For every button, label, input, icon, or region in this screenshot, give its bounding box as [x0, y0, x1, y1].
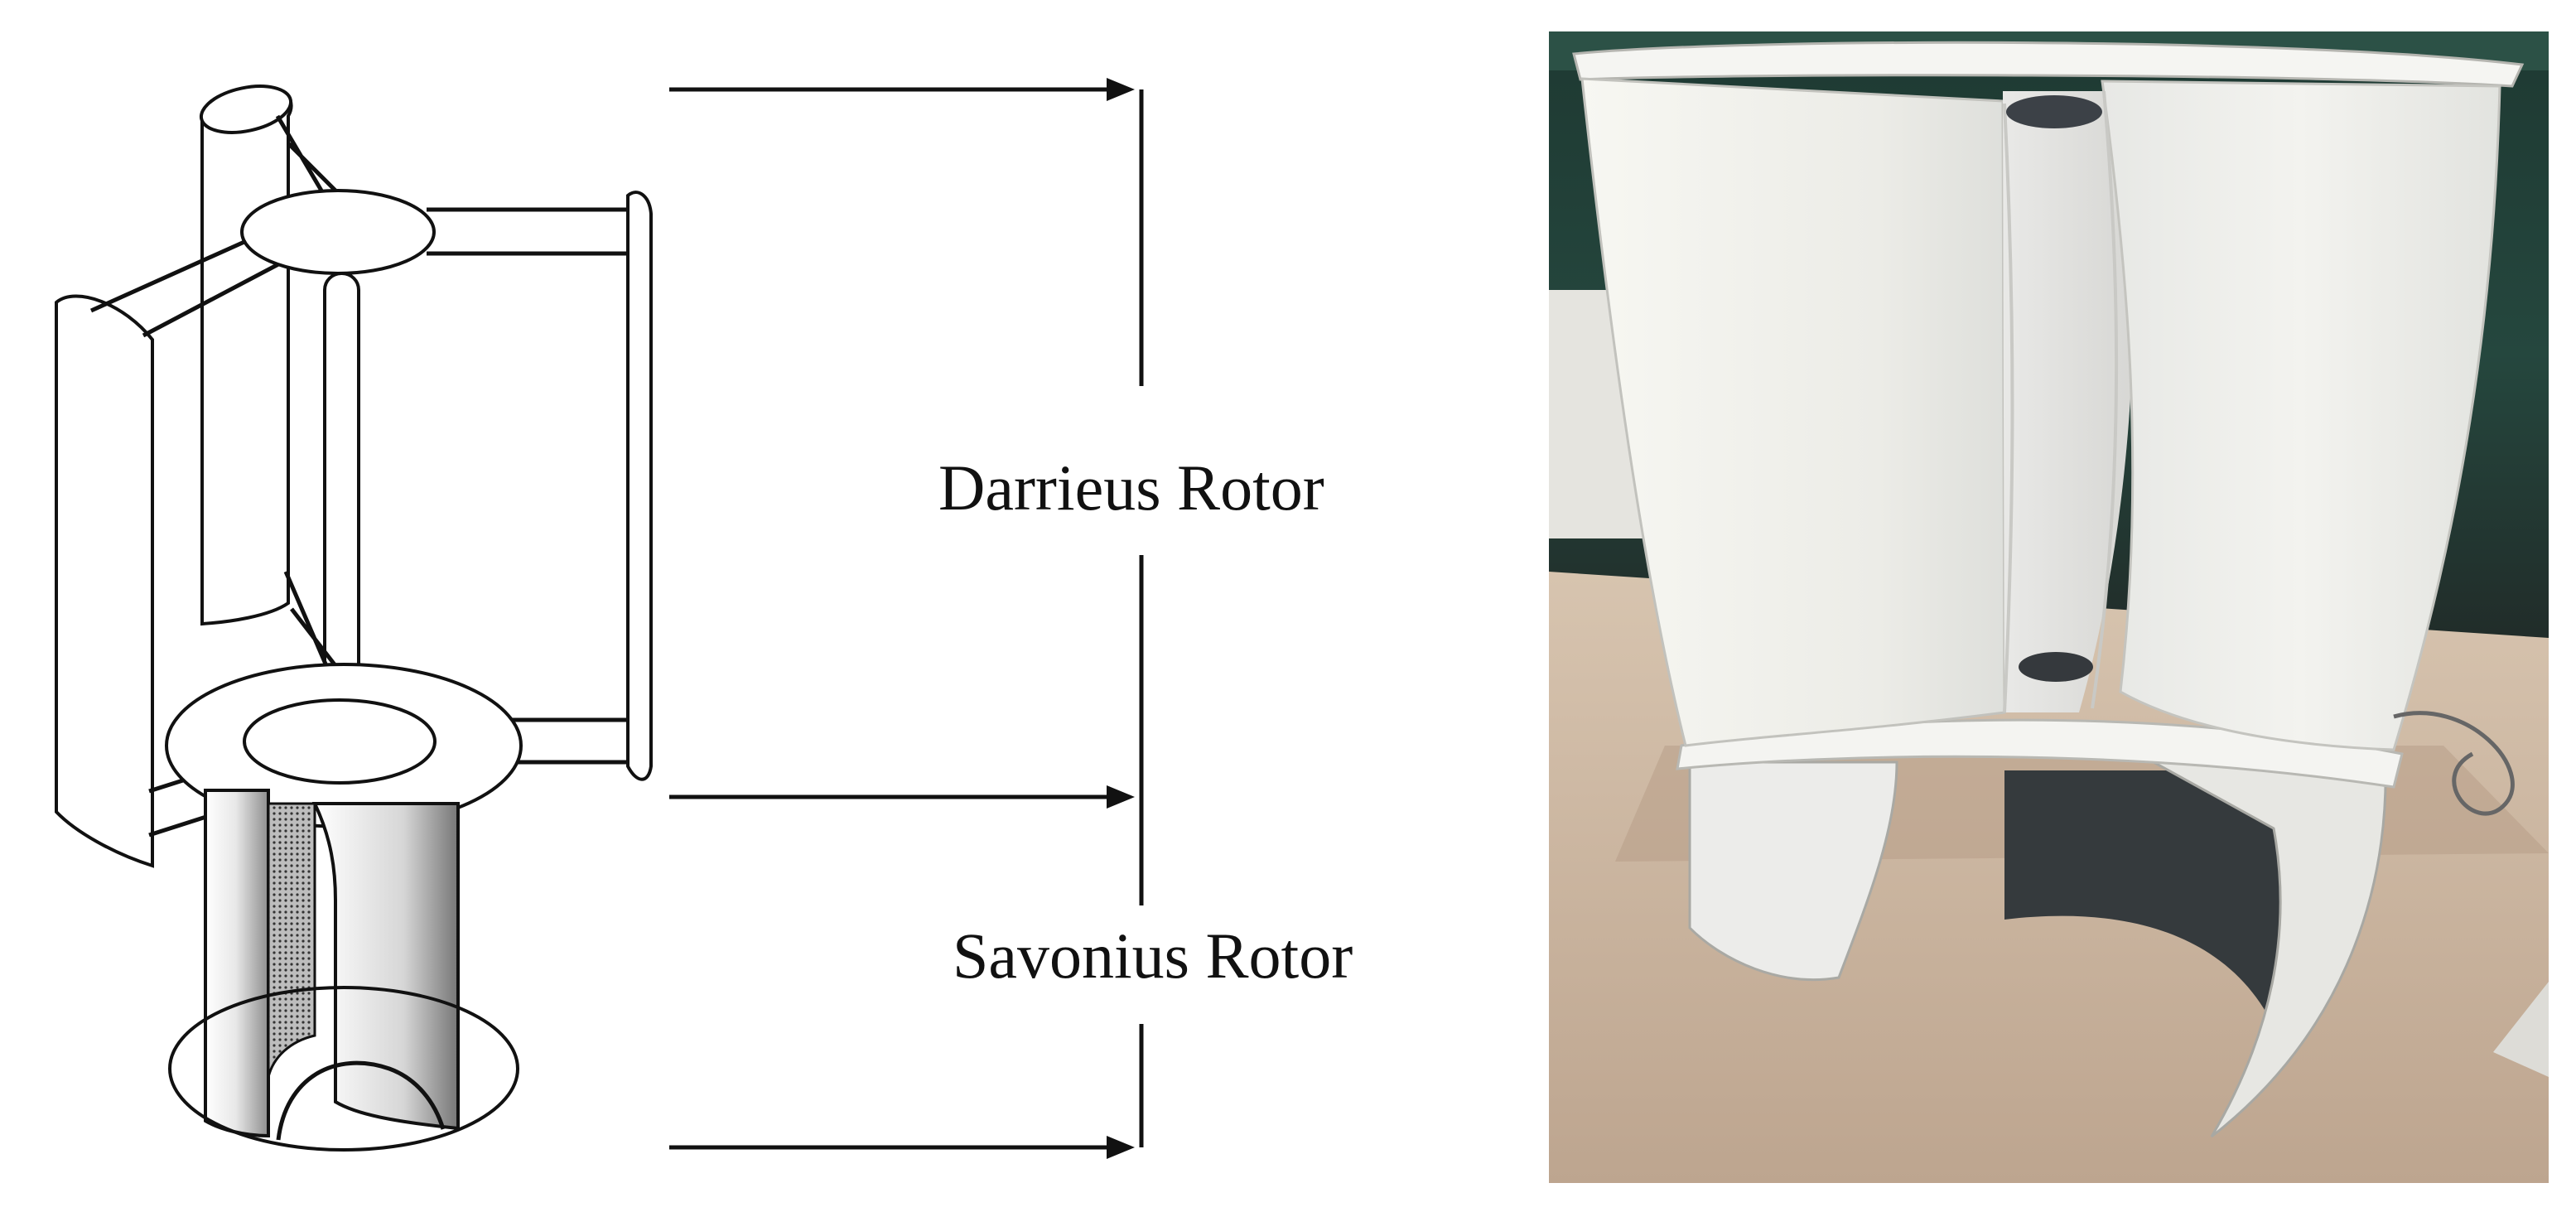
darrieus-blade-left	[55, 294, 154, 868]
upper-arm-left	[89, 232, 282, 338]
upper-hub	[240, 189, 436, 275]
photo-inner-seam	[2003, 90, 2119, 713]
savonius-rotor-label: Savonius Rotor	[953, 920, 1353, 992]
darrieus-blade-right	[626, 191, 653, 781]
photo-top-bearing	[2006, 95, 2102, 128]
upper-arm-rear	[275, 114, 337, 192]
photo-central-core	[2003, 91, 2134, 712]
upper-arm-right	[427, 207, 630, 256]
lower-hub	[243, 698, 437, 785]
photo-savonius-curved-blade	[2153, 761, 2387, 1138]
photo-bottom-bearing	[2019, 652, 2093, 682]
savonius-bucket-right	[311, 802, 460, 1131]
darrieus-blade-rear	[200, 86, 293, 626]
top-arrow-head	[1107, 78, 1135, 101]
savonius-overlap	[267, 802, 316, 1078]
darrieus-rotor-label: Darrieus Rotor	[938, 451, 1324, 524]
photo-cable	[2393, 711, 2515, 816]
photo-top-plate	[1572, 41, 2525, 88]
rotor-range-arrows: Darrieus Rotor Savonius Rotor	[669, 78, 1353, 1159]
bottom-disk	[168, 986, 519, 1152]
photo-savonius-left-blade	[1688, 761, 1898, 982]
photo-darrieus-right-blade	[2101, 80, 2501, 751]
lower-arm-rear	[283, 571, 341, 673]
rotor-schematic-drawing	[55, 85, 653, 1152]
darrieus-blade-rear-top	[199, 85, 293, 134]
photo-object-corner	[2493, 982, 2549, 1077]
hybrid-rotor-photo	[1549, 31, 2549, 1183]
middle-arrow-head	[1107, 785, 1135, 809]
photo-darrieus-left-blade	[1580, 77, 2006, 747]
bottom-arrow-head	[1107, 1136, 1135, 1159]
savonius-inner-curve	[276, 1060, 446, 1141]
savonius-bucket-left	[204, 789, 270, 1138]
